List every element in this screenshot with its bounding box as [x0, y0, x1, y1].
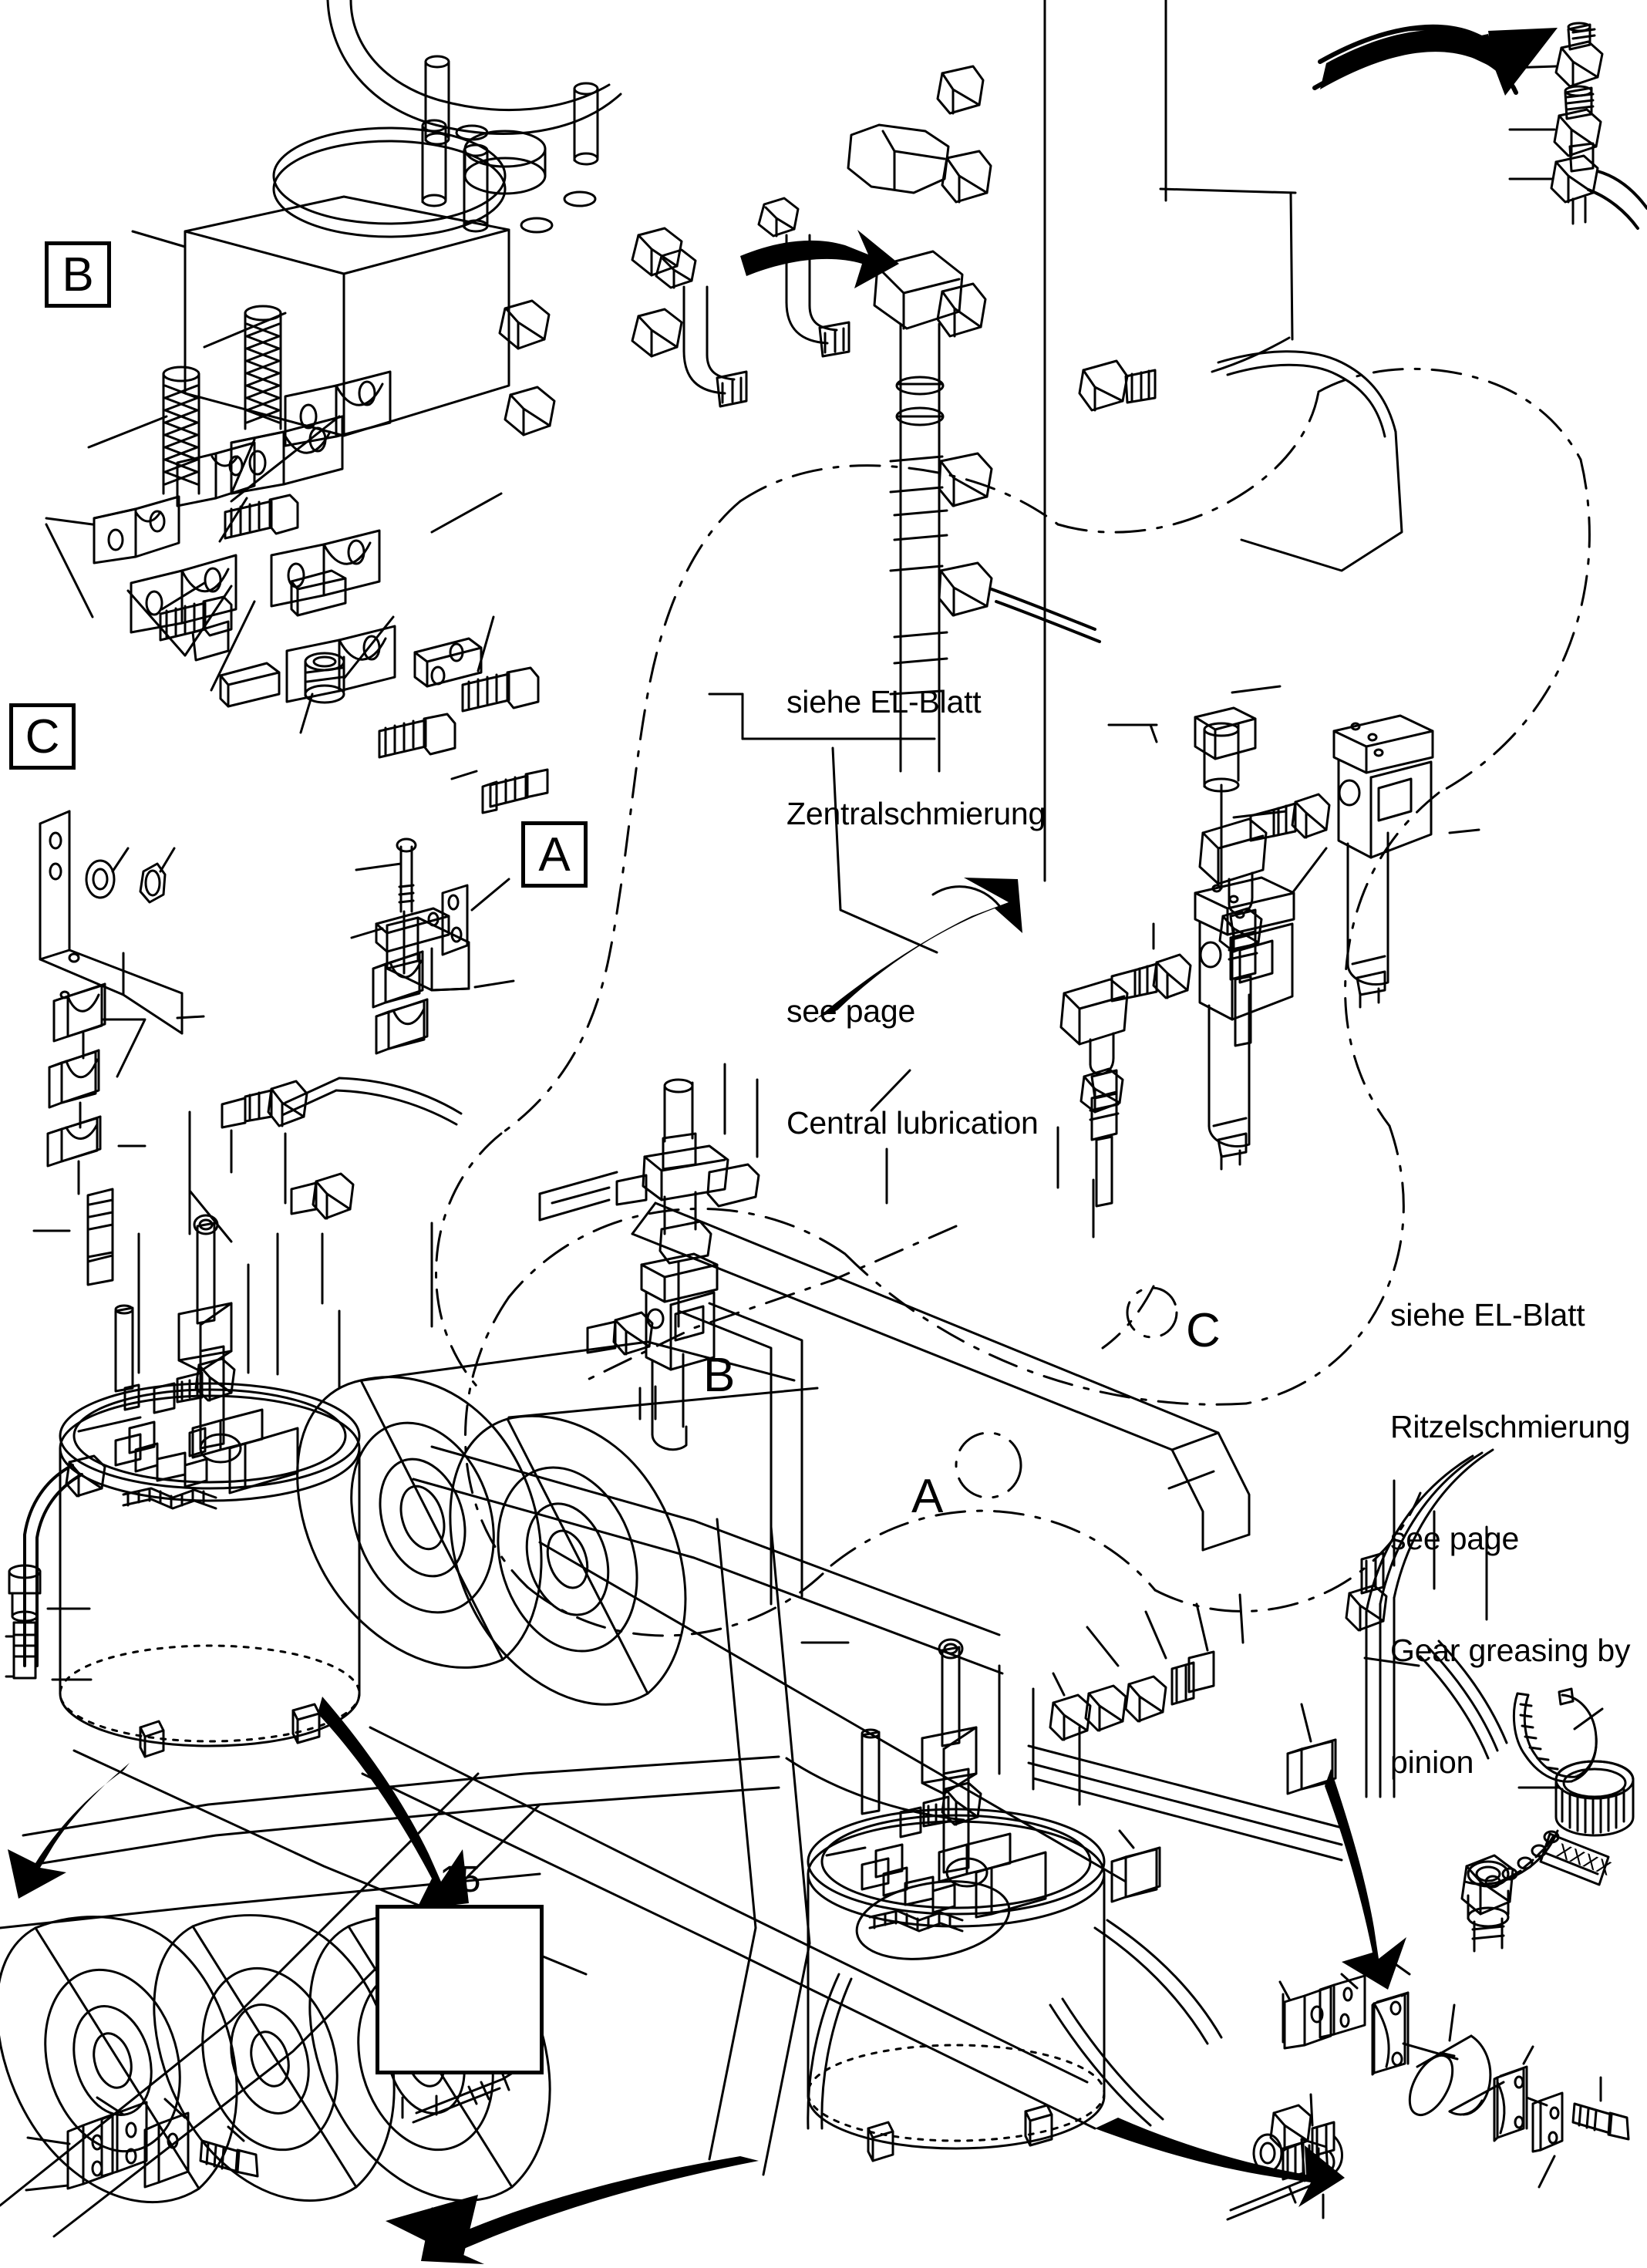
- detail-c-mounting-bracket: [32, 810, 205, 1286]
- left-hose-run: [188, 1077, 463, 1235]
- bottom-middle-exploded-fitting: [1252, 2133, 1329, 2182]
- gear-greasing-line-1: siehe EL-Blatt: [1390, 1296, 1585, 1333]
- gear-greasing-line-2: Ritzelschmierung: [1390, 1408, 1631, 1444]
- misc-leader-lines: [321, 1069, 1488, 1976]
- gear-greasing-line-4: Gear greasing by: [1390, 1633, 1631, 1669]
- callout-arrows: [8, 230, 1406, 2264]
- system-boundary-dashdot: [435, 367, 1591, 1637]
- detail-callout-c: C: [9, 703, 76, 770]
- reference-letter-a: A: [911, 1470, 944, 1523]
- upper-hose-run-and-arrow: [1078, 22, 1647, 572]
- detail-callout-b: B: [45, 241, 111, 308]
- gear-greasing-line-5: pinion: [1390, 1744, 1474, 1781]
- inset-detail-box: [376, 1905, 544, 2074]
- spacer: [786, 907, 1046, 918]
- detail-callout-a: A: [521, 821, 588, 888]
- reference-letter-c: C: [1186, 1304, 1221, 1357]
- distributor-manifold-block: [538, 1063, 760, 1451]
- cable-tie-and-filler-cap: [1460, 1687, 1635, 1953]
- central-lubrication-line-3: see page: [786, 992, 916, 1029]
- gear-greasing-note: siehe EL-Blatt Ritzelschmierung see page…: [1390, 1222, 1631, 1855]
- grease-barrel-pump-left: [23, 1189, 361, 1758]
- central-lubrication-leader: [708, 693, 1022, 1018]
- central-lubrication-line-2: Zentralschmierung: [786, 795, 1046, 831]
- central-lubrication-line-1: siehe EL-Blatt: [786, 683, 982, 719]
- filter-lubricator-pair: [1059, 685, 1480, 1208]
- reference-letter-b: B: [703, 1349, 736, 1402]
- machinery-frame: [361, 885, 1251, 2176]
- detail-a-mounting-bracket: [350, 768, 549, 1055]
- gear-greasing-line-3: see page: [1390, 1521, 1520, 1556]
- pinion-and-rope-drums: [0, 1340, 819, 2238]
- pipe-run-right: [1027, 1448, 1508, 1903]
- inset-item-number: 15: [440, 1859, 481, 1900]
- right-pump-hoses: [807, 1919, 1223, 2130]
- central-lubrication-line-4: Central lubrication: [786, 1104, 1039, 1141]
- grease-barrel-pump-right: [800, 1638, 1106, 2162]
- detail-b-pipe-clamps: [45, 305, 540, 759]
- left-exploded-fitting: [5, 1564, 42, 1680]
- pipe-clamp-tube-assembly: [1226, 1973, 1630, 2221]
- lower-left-brackets: [25, 2096, 259, 2192]
- central-lubrication-note: siehe EL-Blatt Zentralschmierung see pag…: [786, 608, 1046, 1216]
